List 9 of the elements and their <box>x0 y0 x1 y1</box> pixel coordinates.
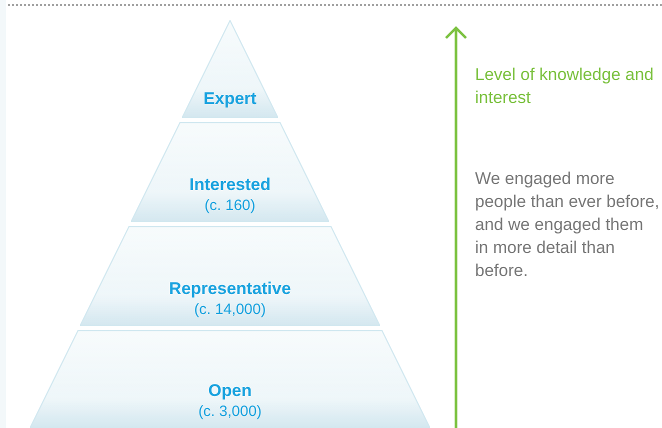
tier-count: (c. 3,000) <box>198 402 262 422</box>
tier-count: (c. 160) <box>204 196 256 216</box>
axis-label: Level of knowledge and interest <box>475 64 655 109</box>
tier-name: Representative <box>169 278 291 300</box>
tier-name: Expert <box>204 88 256 110</box>
tier-name: Open <box>208 380 252 402</box>
tier-name: Interested <box>189 174 271 196</box>
tier-count: (c. 14,000) <box>194 300 266 320</box>
description-text: We engaged more people than ever before, and we engaged them in more detail than before. <box>475 168 660 282</box>
